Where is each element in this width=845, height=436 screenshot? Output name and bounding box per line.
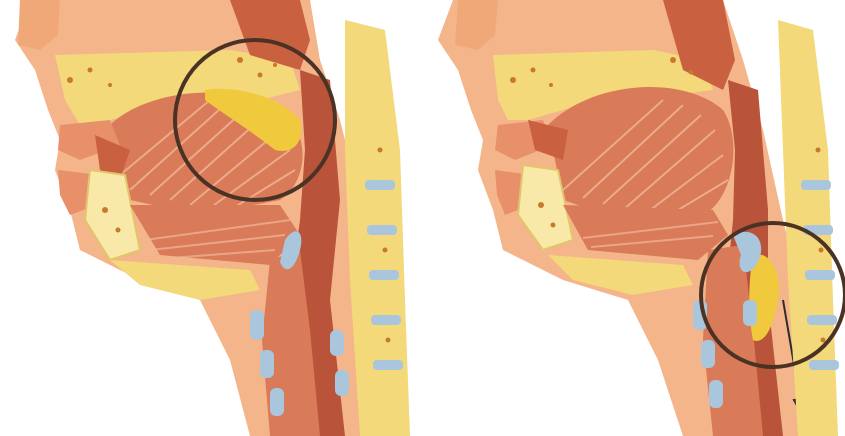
head-cross-section-left <box>0 0 422 436</box>
panel-mouth-stage <box>0 0 422 436</box>
head-cross-section-right <box>423 0 845 436</box>
panel-pharynx-stage <box>423 0 845 436</box>
tongue <box>548 87 733 220</box>
